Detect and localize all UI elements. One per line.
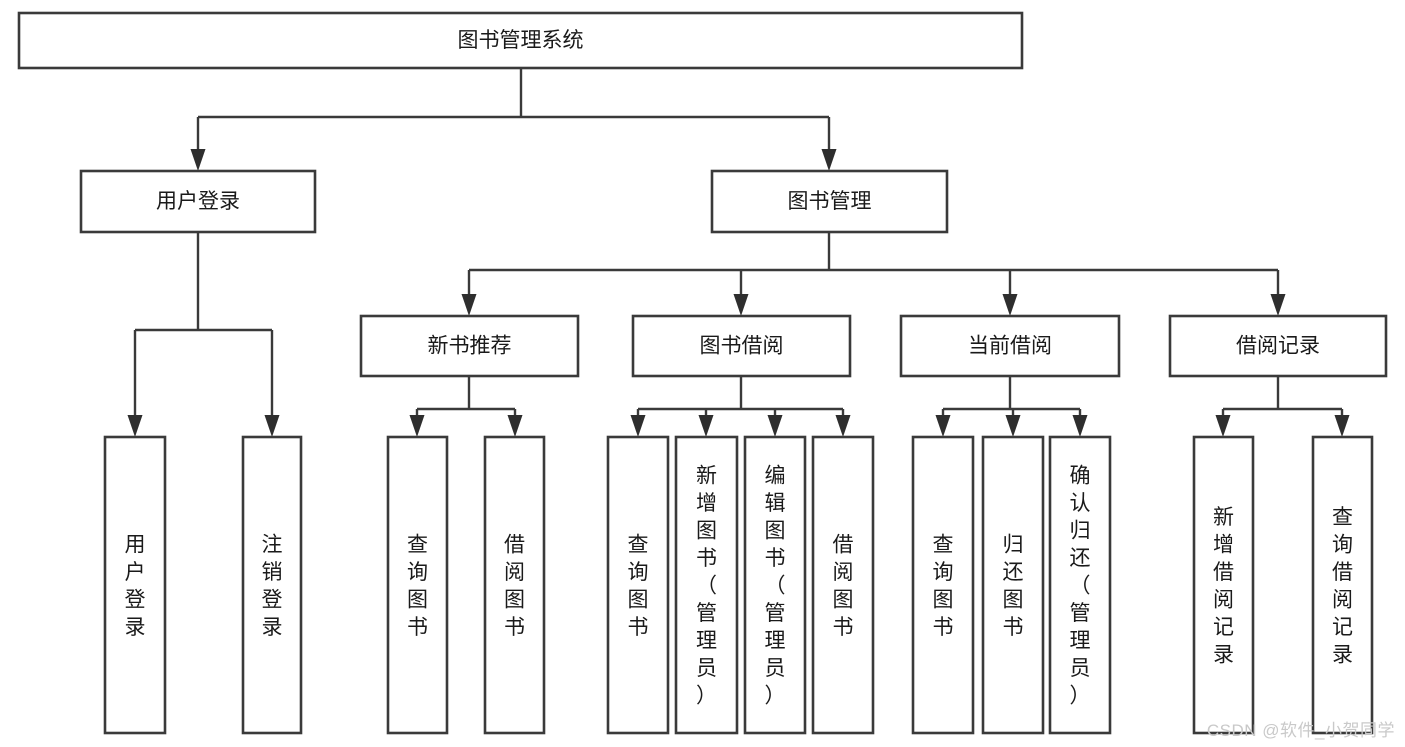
watermark-label: CSDN @软件_小贺同学 — [1206, 721, 1395, 740]
node-root[interactable]: 图书管理系统 — [17, 11, 1024, 70]
node-label: 查询借阅记录 — [1332, 506, 1353, 667]
node-box[interactable] — [1048, 435, 1112, 735]
node-book-borrow[interactable]: 图书借阅 — [631, 314, 852, 378]
arrow-head-icon — [1270, 294, 1286, 316]
node-label: 图书管理 — [788, 190, 872, 213]
arrow-head-icon — [821, 149, 837, 171]
connector-new-book-rec-to-leaves — [409, 376, 523, 437]
node-label: 新增图书（管理员） — [696, 465, 717, 708]
node-label: 注销登录 — [262, 533, 283, 639]
node-box[interactable] — [1192, 435, 1255, 735]
arrow-head-icon — [461, 294, 477, 316]
node-label: 图书借阅 — [700, 335, 784, 358]
node-leaf-user-login[interactable]: 用户登录 — [103, 435, 167, 735]
node-label: 查询图书 — [628, 533, 649, 639]
node-leaf-query-book-1[interactable]: 查询图书 — [386, 435, 449, 735]
node-box[interactable] — [483, 435, 546, 735]
node-box[interactable] — [1311, 435, 1374, 735]
node-leaf-query-record[interactable]: 查询借阅记录 — [1311, 435, 1374, 735]
node-leaf-return-book[interactable]: 归还图书 — [981, 435, 1045, 735]
node-box[interactable] — [17, 11, 1024, 70]
node-leaf-edit-book[interactable]: 编辑图书（管理员） — [743, 435, 807, 735]
arrow-head-icon — [1072, 415, 1088, 437]
node-label: 用户登录 — [156, 190, 240, 213]
node-box[interactable] — [811, 435, 875, 735]
node-leaf-query-book-2[interactable]: 查询图书 — [606, 435, 670, 735]
connector-borrow-record-to-leaves — [1215, 376, 1350, 437]
arrow-head-icon — [507, 415, 523, 437]
node-layer: 图书管理系统用户登录图书管理新书推荐图书借阅当前借阅借阅记录用户登录注销登录查询… — [17, 11, 1388, 735]
node-borrow-record[interactable]: 借阅记录 — [1168, 314, 1388, 378]
arrow-head-icon — [1215, 415, 1231, 437]
node-leaf-confirm-return[interactable]: 确认归还（管理员） — [1048, 435, 1112, 735]
connector-current-borrow-to-leaves — [935, 376, 1088, 437]
arrow-head-icon — [630, 415, 646, 437]
node-box[interactable] — [674, 435, 739, 735]
node-label: 确认归还（管理员） — [1070, 465, 1091, 708]
node-box[interactable] — [911, 435, 975, 735]
connector-book-borrow-to-leaves — [630, 376, 851, 437]
node-user-login[interactable]: 用户登录 — [79, 169, 317, 234]
node-label: 借阅图书 — [833, 533, 854, 639]
node-box[interactable] — [743, 435, 807, 735]
node-box[interactable] — [359, 314, 580, 378]
node-leaf-add-book[interactable]: 新增图书（管理员） — [674, 435, 739, 735]
node-label: 用户登录 — [125, 533, 146, 639]
node-box[interactable] — [103, 435, 167, 735]
connector-user-login-to-leaves — [127, 232, 280, 437]
node-box[interactable] — [710, 169, 949, 234]
connector-book-manage-to-level3 — [461, 232, 1286, 316]
node-box[interactable] — [386, 435, 449, 735]
node-leaf-borrow-book-2[interactable]: 借阅图书 — [811, 435, 875, 735]
node-book-manage[interactable]: 图书管理 — [710, 169, 949, 234]
node-box[interactable] — [1168, 314, 1388, 378]
arrow-head-icon — [190, 149, 206, 171]
node-box[interactable] — [241, 435, 303, 735]
arrow-head-icon — [733, 294, 749, 316]
arrow-head-icon — [835, 415, 851, 437]
node-label: 当前借阅 — [968, 335, 1052, 358]
node-leaf-add-record[interactable]: 新增借阅记录 — [1192, 435, 1255, 735]
node-label: 新增借阅记录 — [1213, 506, 1234, 667]
connector-root-to-level2 — [190, 68, 837, 171]
node-leaf-logout[interactable]: 注销登录 — [241, 435, 303, 735]
node-label: 归还图书 — [1003, 533, 1024, 639]
arrow-head-icon — [264, 415, 280, 437]
node-label: 图书管理系统 — [458, 29, 584, 52]
node-label: 新书推荐 — [428, 335, 512, 358]
arrow-head-icon — [767, 415, 783, 437]
node-box[interactable] — [606, 435, 670, 735]
node-label: 借阅记录 — [1236, 335, 1320, 358]
arrow-head-icon — [1005, 415, 1021, 437]
node-label: 编辑图书（管理员） — [765, 465, 786, 708]
node-box[interactable] — [631, 314, 852, 378]
node-box[interactable] — [79, 169, 317, 234]
node-label: 借阅图书 — [504, 533, 525, 639]
arrow-head-icon — [1334, 415, 1350, 437]
node-new-book-rec[interactable]: 新书推荐 — [359, 314, 580, 378]
node-current-borrow[interactable]: 当前借阅 — [899, 314, 1121, 378]
node-label: 查询图书 — [407, 533, 428, 639]
node-box[interactable] — [981, 435, 1045, 735]
arrow-head-icon — [698, 415, 714, 437]
node-leaf-borrow-book-1[interactable]: 借阅图书 — [483, 435, 546, 735]
arrow-head-icon — [127, 415, 143, 437]
node-leaf-query-book-3[interactable]: 查询图书 — [911, 435, 975, 735]
arrow-head-icon — [1002, 294, 1018, 316]
arrow-head-icon — [935, 415, 951, 437]
connector-layer — [127, 68, 1350, 437]
node-label: 查询图书 — [933, 533, 954, 639]
arrow-head-icon — [409, 415, 425, 437]
node-box[interactable] — [899, 314, 1121, 378]
